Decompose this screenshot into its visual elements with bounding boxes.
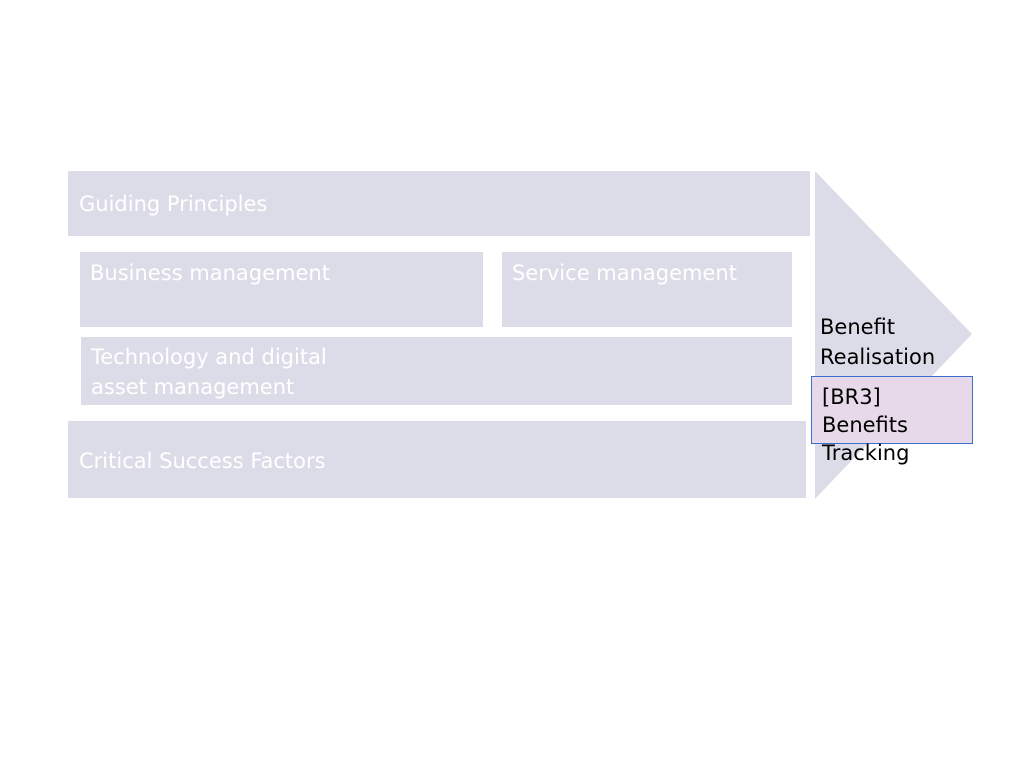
technology-label-line-2: asset management [91, 375, 295, 399]
benefit-label-line-1: Benefit [820, 315, 896, 339]
critical-success-factors-label: Critical Success Factors [79, 449, 326, 473]
benefits-tracking-box: [BR3] Benefits Tracking [811, 376, 973, 465]
business-management-box: Business management [80, 252, 483, 327]
critical-success-factors-bar: Critical Success Factors [68, 421, 806, 498]
service-management-box: Service management [502, 252, 792, 327]
business-management-label: Business management [90, 261, 330, 285]
guiding-principles-bar: Guiding Principles [68, 171, 810, 236]
benefit-label-line-2: Realisation [820, 345, 936, 369]
benefits-tracking-line-1: [BR3] Benefits [822, 385, 908, 437]
benefits-tracking-line-2: Tracking [822, 441, 910, 465]
guiding-principles-label: Guiding Principles [79, 192, 268, 216]
technology-asset-management-box: Technology and digital asset management [81, 337, 792, 405]
service-management-label: Service management [512, 261, 737, 285]
technology-label-line-1: Technology and digital [91, 345, 327, 369]
benefit-realisation-label: Benefit Realisation [820, 312, 935, 372]
